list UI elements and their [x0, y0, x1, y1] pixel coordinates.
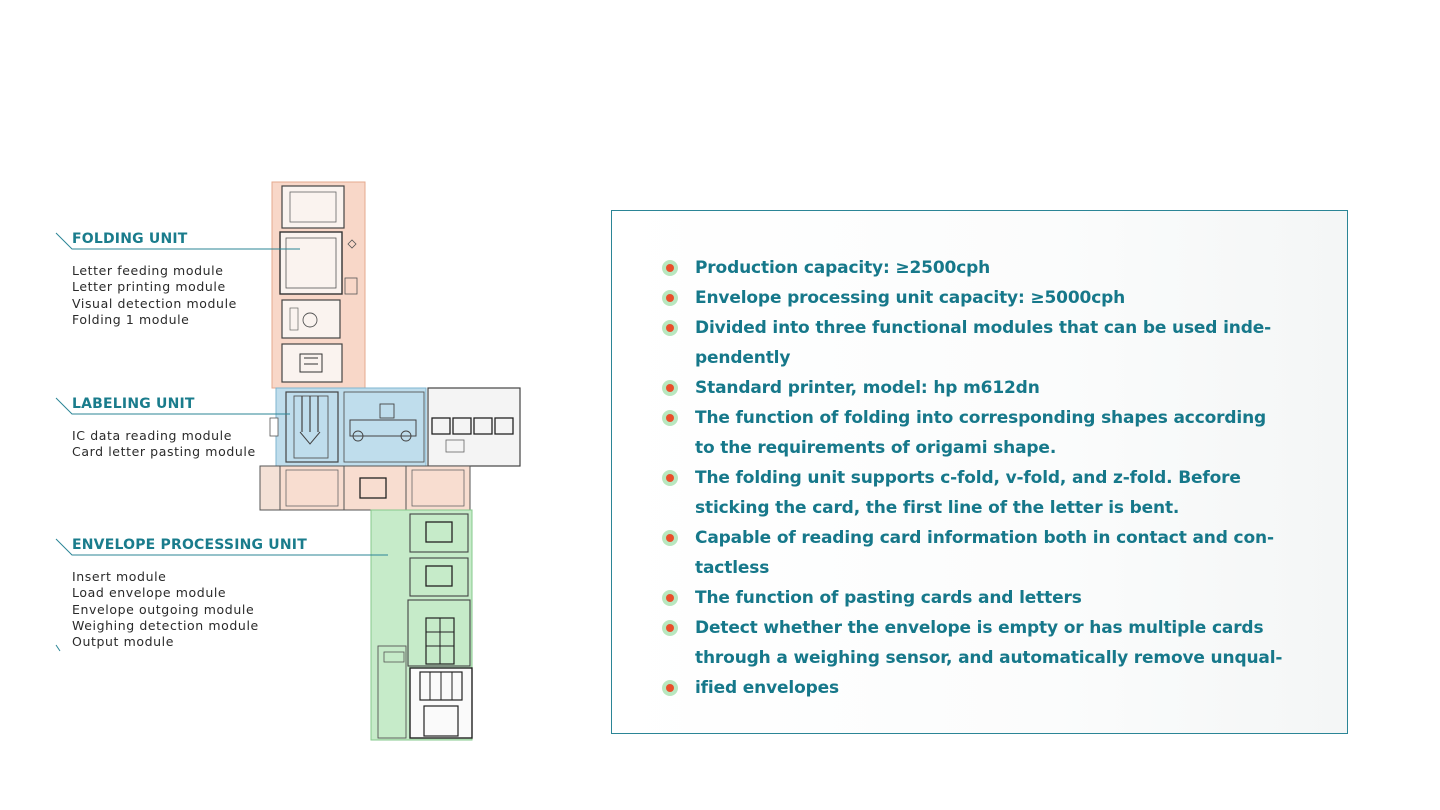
- feature-item: The function of folding into correspondi…: [662, 403, 1302, 463]
- bullet-dot-icon: [662, 410, 678, 426]
- feature-item: ified envelopes: [662, 673, 1302, 703]
- labeling-unit-title: LABELING UNIT: [72, 396, 195, 412]
- feature-text: The function of folding into correspondi…: [695, 408, 1267, 428]
- bullet-dot-icon: [662, 680, 678, 696]
- feature-text: Envelope processing unit capacity: ≥5000…: [695, 288, 1126, 308]
- module-label: Card letter pasting module: [72, 444, 256, 460]
- envelope-unit-modules: Insert module Load envelope module Envel…: [72, 569, 307, 650]
- module-label: Output module: [72, 634, 175, 650]
- folding-unit-zone: [271, 181, 366, 389]
- middle-row-modules: [259, 465, 471, 511]
- folding-unit-callout: FOLDING UNIT Letter feeding module Lette…: [72, 231, 237, 328]
- machine-schematic: [55, 181, 521, 741]
- feature-item: The function of pasting cards and letter…: [662, 583, 1302, 613]
- feature-item: Capable of reading card information both…: [662, 523, 1302, 583]
- bullet-dot-icon: [662, 380, 678, 396]
- feature-item: Divided into three functional modules th…: [662, 313, 1302, 373]
- feature-text: ified envelopes: [695, 678, 839, 698]
- module-label: Letter printing module: [72, 279, 226, 295]
- bullet-dot-icon: [662, 320, 678, 336]
- feature-text: The function of pasting cards and letter…: [695, 588, 1082, 608]
- feature-list: Production capacity: ≥2500cph Envelope p…: [662, 253, 1302, 703]
- feature-text: Production capacity: ≥2500cph: [695, 258, 991, 278]
- feature-item: Envelope processing unit capacity: ≥5000…: [662, 283, 1302, 313]
- module-label: Load envelope module: [72, 585, 227, 601]
- envelope-unit-title: ENVELOPE PROCESSING UNIT: [72, 537, 307, 553]
- feature-item: The folding unit supports c-fold, v-fold…: [662, 463, 1302, 523]
- feature-text-continued: pendently: [695, 348, 791, 368]
- feature-text: Standard printer, model: hp m612dn: [695, 378, 1040, 398]
- envelope-unit-zone: [370, 509, 473, 741]
- callout-lines: [55, 232, 388, 556]
- module-label: Letter feeding module: [72, 263, 224, 278]
- module-label: Folding 1 module: [72, 311, 190, 327]
- feature-text-continued: to the requirements of origami shape.: [695, 438, 1057, 458]
- feature-text: Capable of reading card information both…: [695, 528, 1274, 548]
- labeling-unit-zone: [269, 387, 521, 467]
- bullet-dot-icon: [662, 260, 678, 276]
- feature-text: The folding unit supports c-fold, v-fold…: [695, 468, 1241, 488]
- bullet-dot-icon: [662, 290, 678, 306]
- feature-panel: Production capacity: ≥2500cph Envelope p…: [611, 210, 1348, 734]
- module-label: IC data reading module: [72, 428, 233, 443]
- feature-item: Production capacity: ≥2500cph: [662, 253, 1302, 283]
- bullet-dot-icon: [662, 470, 678, 486]
- feature-item: Standard printer, model: hp m612dn: [662, 373, 1302, 403]
- labeling-unit-modules: IC data reading module Card letter pasti…: [72, 428, 256, 461]
- bullet-dot-icon: [662, 590, 678, 606]
- module-label: Insert module: [72, 569, 167, 584]
- bullet-dot-icon: [662, 620, 678, 636]
- feature-text-continued: tactless: [695, 558, 770, 578]
- bullet-dot-icon: [662, 530, 678, 546]
- labeling-unit-callout: LABELING UNIT IC data reading module Car…: [72, 396, 256, 461]
- module-label: Visual detection module: [72, 295, 237, 311]
- module-label: Envelope outgoing module: [72, 601, 255, 617]
- feature-item: Detect whether the envelope is empty or …: [662, 613, 1302, 673]
- module-label: Weighing detection module: [72, 617, 259, 633]
- feature-text: Detect whether the envelope is empty or …: [695, 618, 1264, 638]
- machine-layout-diagram: FOLDING UNIT Letter feeding module Lette…: [0, 0, 600, 810]
- feature-text: Divided into three functional modules th…: [695, 318, 1272, 338]
- envelope-unit-callout: ENVELOPE PROCESSING UNIT Insert module L…: [72, 537, 307, 650]
- folding-unit-title: FOLDING UNIT: [72, 231, 188, 247]
- feature-text-continued: through a weighing sensor, and automatic…: [695, 648, 1283, 668]
- folding-unit-modules: Letter feeding module Letter printing mo…: [72, 263, 237, 328]
- feature-text-continued: sticking the card, the first line of the…: [695, 498, 1180, 518]
